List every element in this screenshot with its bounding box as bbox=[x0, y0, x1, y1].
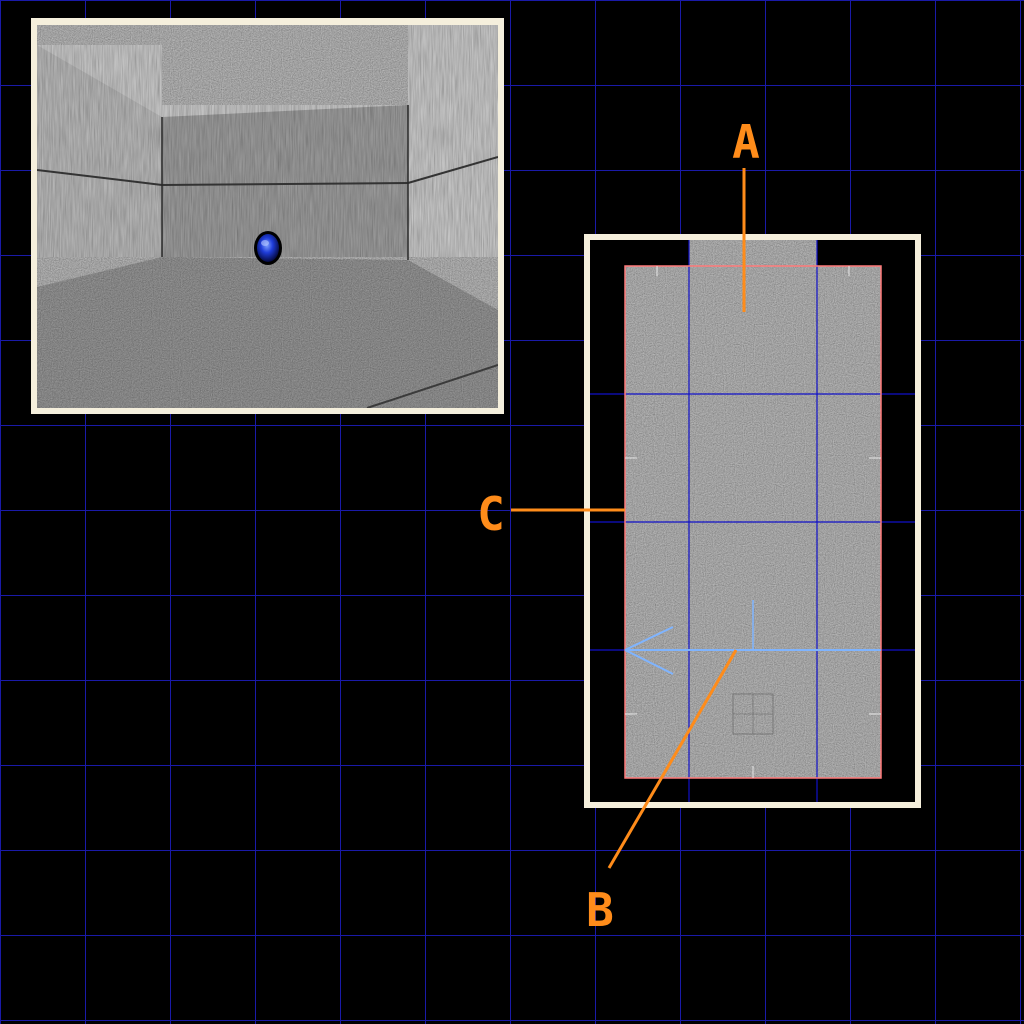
callout-b-leader bbox=[607, 649, 738, 869]
blue-armor-bonus-icon bbox=[254, 231, 282, 265]
ceiling-surface bbox=[37, 25, 498, 117]
callout-a: A bbox=[732, 115, 760, 312]
first-person-viewport bbox=[31, 18, 504, 414]
automap-panel bbox=[584, 234, 921, 808]
callout-a-label: A bbox=[732, 115, 760, 169]
callout-c: C bbox=[477, 487, 625, 541]
linedef-ticks bbox=[625, 266, 881, 778]
player-arrow-icon bbox=[624, 600, 881, 675]
callout-c-label: C bbox=[477, 487, 505, 541]
left-wall bbox=[37, 45, 162, 287]
right-wall bbox=[408, 25, 498, 310]
sector-alcove bbox=[689, 240, 817, 266]
callout-b-label: B bbox=[586, 883, 614, 937]
back-wall bbox=[162, 105, 408, 257]
callout-b: B bbox=[586, 649, 738, 937]
floor-surface bbox=[37, 257, 498, 408]
viewport-scene bbox=[37, 25, 498, 408]
